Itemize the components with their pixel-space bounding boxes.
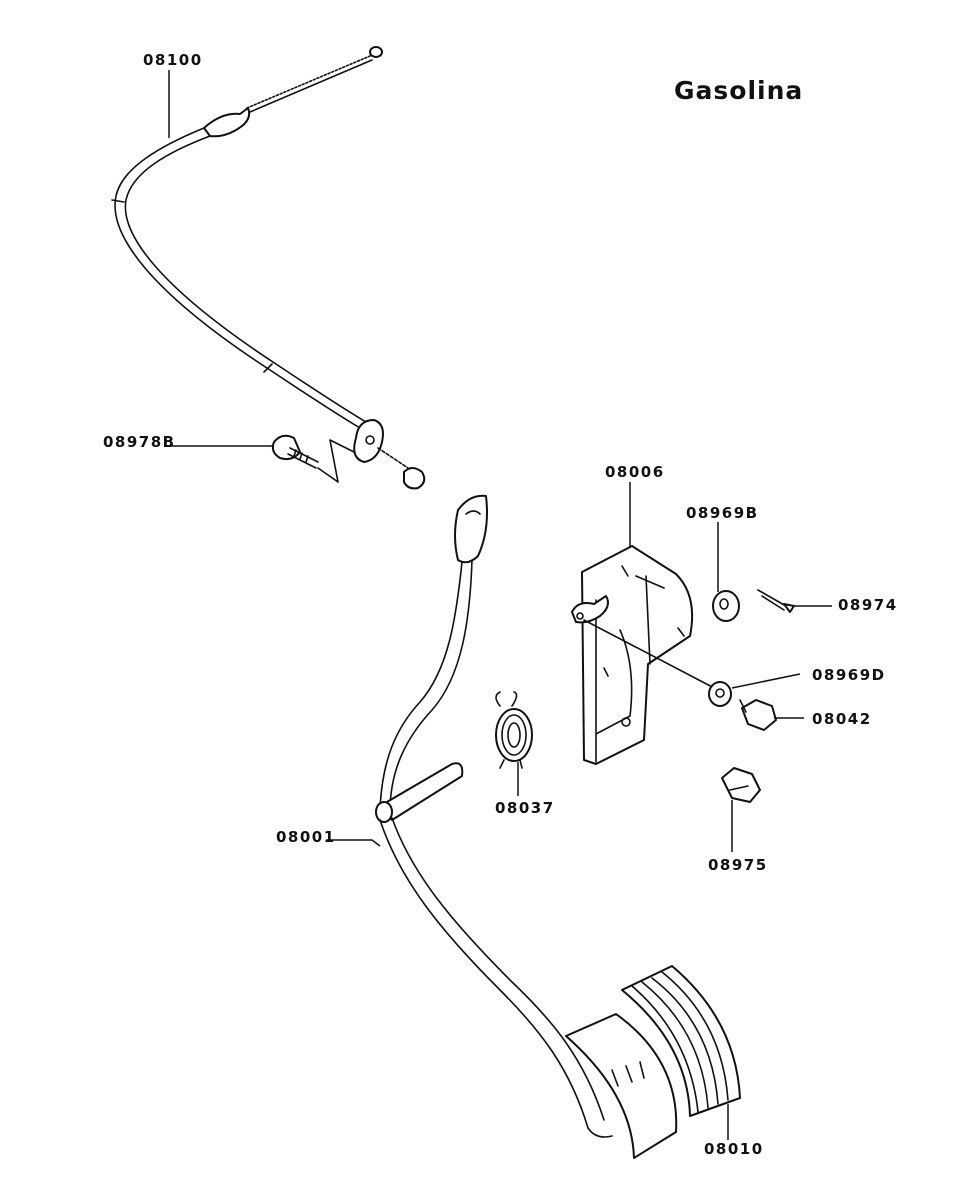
label-08969d: 08969D: [812, 666, 886, 684]
pedal-pad: [565, 965, 741, 1159]
label-08969b: 08969B: [686, 504, 759, 522]
label-08978b: 08978B: [103, 433, 176, 451]
washer-08969b: [712, 590, 740, 622]
label-08037: 08037: [495, 799, 555, 817]
nut-08975: [721, 767, 761, 803]
label-08010: 08010: [704, 1140, 764, 1158]
accelerator-cable: [111, 46, 426, 490]
pedal-lever: [375, 494, 613, 1138]
label-08042: 08042: [812, 710, 872, 728]
bolt-08978b: [271, 434, 355, 483]
label-08006: 08006: [605, 463, 665, 481]
label-08975: 08975: [708, 856, 768, 874]
pin-08974: [757, 589, 795, 613]
nut-08042: [739, 699, 777, 731]
return-spring: [495, 691, 533, 769]
pedal-bracket: [571, 545, 719, 765]
label-08100: 08100: [143, 51, 203, 69]
leader-lines: [168, 70, 832, 1140]
label-08001: 08001: [276, 828, 336, 846]
washer-08969d: [708, 681, 732, 707]
diagram-title: Gasolina: [674, 76, 803, 105]
label-08974: 08974: [838, 596, 898, 614]
